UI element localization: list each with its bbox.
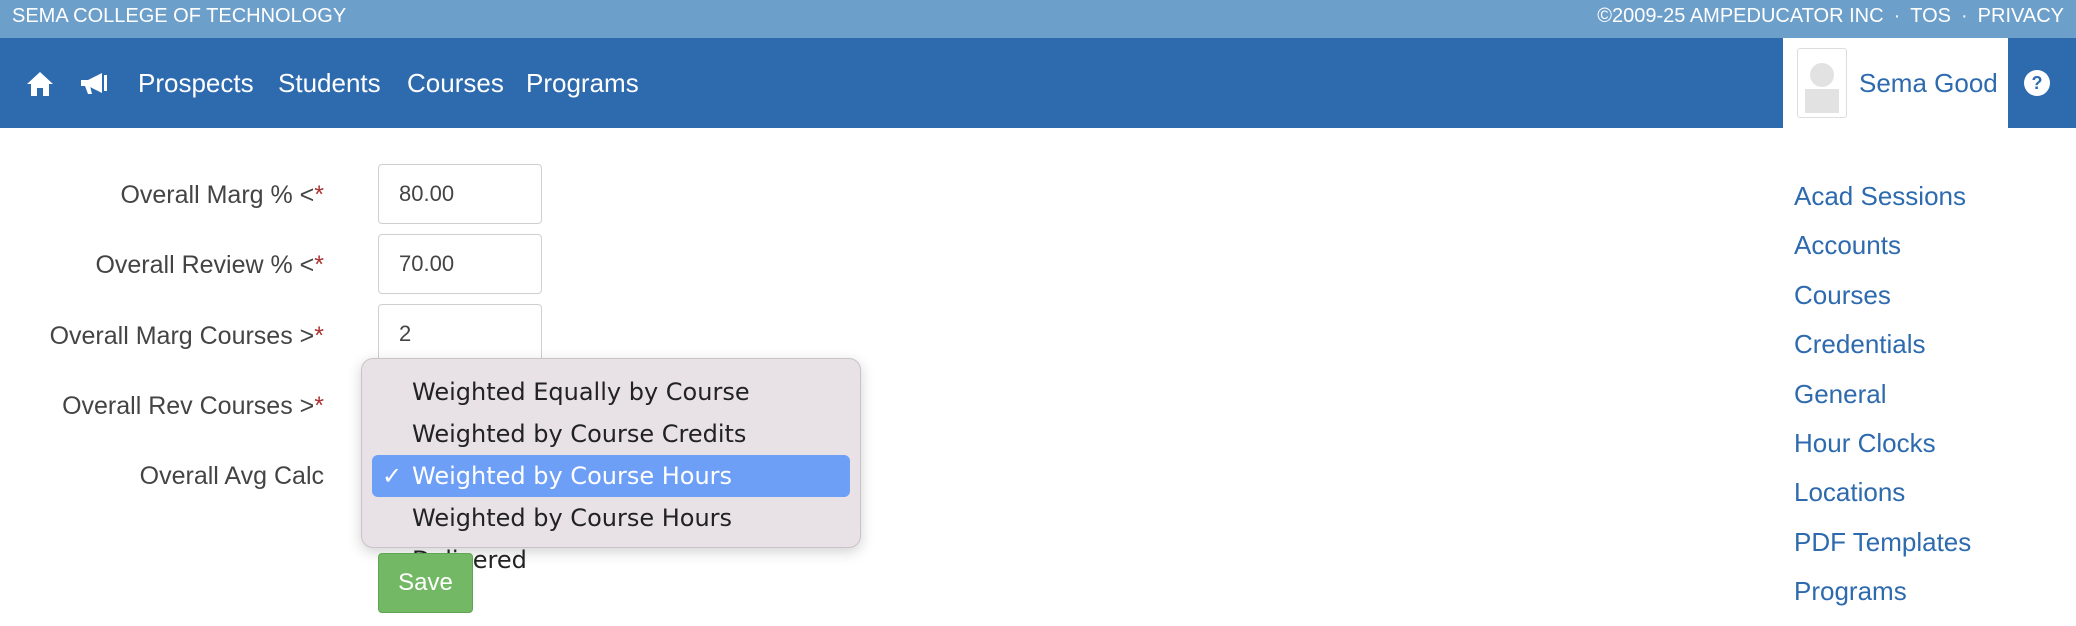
avg-calc-dropdown[interactable]: Weighted Equally by Course Weighted by C… (361, 358, 861, 574)
sidebar-link-general[interactable]: General (1794, 379, 1887, 409)
nav-students[interactable]: Students (278, 68, 381, 98)
field-label: Overall Marg % <* (120, 181, 324, 209)
sidebar-link-accounts[interactable]: Accounts (1794, 230, 1901, 260)
svg-text:?: ? (2032, 73, 2043, 93)
checkmark-icon: ✓ (382, 462, 403, 490)
nav-programs[interactable]: Programs (526, 68, 639, 98)
nav-courses[interactable]: Courses (407, 68, 504, 98)
sidebar-link-courses[interactable]: Courses (1794, 280, 1891, 310)
school-name: SEMA COLLEGE OF TECHNOLOGY (12, 5, 347, 27)
question-circle-icon[interactable]: ? (2020, 66, 2054, 100)
user-name: Sema Good (1859, 67, 1998, 98)
dropdown-option[interactable]: Weighted by Course Hours Delivered (412, 504, 733, 574)
nav-prospects[interactable]: Prospects (138, 68, 254, 98)
home-icon[interactable] (24, 68, 56, 100)
field-label: Overall Avg Calc (139, 462, 324, 490)
user-menu[interactable]: Sema Good (1783, 38, 2008, 128)
sidebar-link-programs[interactable]: Programs (1794, 576, 1907, 606)
option-label: Weighted by Course Hours (412, 462, 733, 490)
sidebar-link-locations[interactable]: Locations (1794, 477, 1906, 507)
main-navbar: Prospects Students Courses Programs Sema… (0, 38, 2076, 128)
overall-marg-pct-input[interactable] (378, 164, 542, 224)
tos-link[interactable]: TOS (1910, 5, 1951, 27)
separator: · (1961, 5, 1968, 27)
overall-review-pct-input[interactable] (378, 234, 542, 294)
megaphone-icon[interactable] (78, 68, 110, 100)
copyright-text: ©2009-25 AMPEDUCATOR INC (1597, 5, 1884, 27)
sidebar-link-credentials[interactable]: Credentials (1794, 329, 1926, 359)
save-button[interactable]: Save (378, 553, 473, 613)
field-label: Overall Review % <* (95, 251, 324, 279)
separator: · (1893, 5, 1901, 27)
overall-marg-courses-input[interactable] (378, 304, 542, 364)
sidebar-link-pdf-templates[interactable]: PDF Templates (1794, 527, 1972, 557)
sidebar-link-acad-sessions[interactable]: Acad Sessions (1794, 181, 1966, 211)
sidebar-link-hour-clocks[interactable]: Hour Clocks (1794, 428, 1936, 458)
field-label: Overall Marg Courses >* (49, 322, 324, 350)
avatar (1797, 48, 1847, 118)
dropdown-option-selected[interactable]: ✓ Weighted by Course Hours (372, 455, 850, 497)
field-label: Overall Rev Courses >* (62, 392, 324, 420)
dropdown-option[interactable]: Weighted by Course Credits (412, 420, 747, 448)
top-info-bar: SEMA COLLEGE OF TECHNOLOGY ©2009-25 AMPE… (0, 0, 2076, 38)
dropdown-option[interactable]: Weighted Equally by Course (412, 378, 750, 406)
legal-links: ©2009-25 AMPEDUCATOR INC · TOS · PRIVACY (1597, 5, 2064, 28)
privacy-link[interactable]: PRIVACY (1977, 5, 2064, 27)
